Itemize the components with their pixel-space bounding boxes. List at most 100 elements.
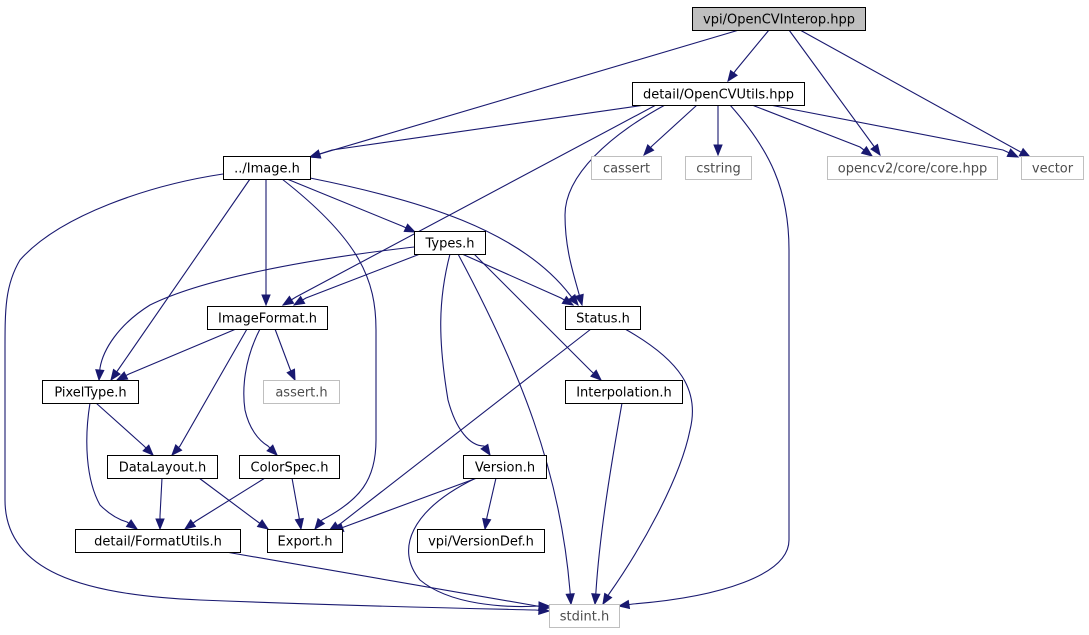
node-box — [692, 7, 866, 31]
edge-arrowhead — [602, 592, 613, 606]
node-versiondef[interactable]: vpi/VersionDef.h — [417, 529, 545, 553]
edge-types-to-imageformat — [292, 253, 421, 306]
node-opencvcore[interactable]: opencv2/core/core.hpp — [827, 156, 998, 180]
node-label: ImageFormat.h — [218, 312, 317, 327]
edge-version-to-versiondef — [482, 477, 497, 531]
edge-line — [457, 253, 572, 605]
node-version[interactable]: Version.h — [463, 455, 547, 479]
edge-opencvutils-to-opencvcore — [751, 104, 874, 157]
edge-arrowhead — [314, 517, 326, 531]
node-box — [263, 380, 340, 404]
node-assert[interactable]: assert.h — [263, 380, 340, 404]
node-label: Export.h — [278, 535, 333, 550]
edge-arrowhead — [294, 517, 304, 531]
node-root[interactable]: vpi/OpenCVInterop.hpp — [692, 7, 866, 31]
edge-line — [110, 178, 251, 381]
node-formatutils[interactable]: detail/FormatUtils.h — [75, 529, 241, 553]
edge-line — [281, 178, 377, 530]
edge-arrowhead — [1006, 148, 1020, 158]
node-box — [1021, 156, 1084, 180]
node-label: Types.h — [424, 237, 474, 252]
edge-opencvutils-to-status — [564, 104, 666, 307]
edge-colorspec-to-formatutils — [183, 477, 266, 530]
edge-types-to-pixeltype — [95, 246, 415, 382]
node-box — [632, 82, 805, 106]
node-box — [463, 455, 547, 479]
node-box — [75, 529, 241, 553]
edge-line — [309, 177, 579, 306]
edge-pixeltype-to-formatutils — [86, 402, 139, 530]
edge-interpolation-to-stdint — [591, 402, 623, 606]
node-colorspec[interactable]: ColorSpec.h — [239, 455, 340, 479]
node-label: assert.h — [275, 386, 327, 401]
node-label: ColorSpec.h — [251, 461, 329, 476]
edge-arrowhead — [281, 295, 295, 306]
edge-arrowhead — [266, 444, 278, 456]
node-label: detail/OpenCVUtils.hpp — [643, 88, 794, 103]
edge-opencvutils-to-cassert — [643, 104, 698, 157]
node-label: detail/FormatUtils.h — [94, 535, 222, 550]
edge-pixeltype-to-datalayout — [95, 402, 154, 456]
edge-line — [440, 253, 491, 456]
node-label: vpi/VersionDef.h — [428, 535, 534, 550]
node-opencvutils[interactable]: detail/OpenCVUtils.hpp — [632, 82, 805, 106]
node-label: ../Image.h — [234, 162, 300, 177]
node-label: vpi/OpenCVInterop.hpp — [703, 13, 855, 28]
edge-opencvutils-to-image — [308, 104, 646, 159]
edge-arrowhead — [643, 144, 655, 157]
edge-line — [618, 104, 790, 607]
edge-types-to-status — [461, 253, 575, 306]
edge-image-to-imageformat — [261, 179, 271, 307]
edge-root-to-opencvutils — [727, 29, 770, 83]
node-box — [549, 604, 620, 628]
edge-arrowhead — [286, 368, 296, 382]
node-types[interactable]: Types.h — [414, 231, 486, 255]
node-cassert[interactable]: cassert — [591, 156, 662, 180]
edge-line — [769, 104, 1019, 158]
node-box — [827, 156, 998, 180]
node-export[interactable]: Export.h — [267, 529, 343, 553]
edge-arrowhead — [142, 444, 154, 456]
node-datalayout[interactable]: DataLayout.h — [107, 455, 218, 479]
edge-arrowhead — [261, 294, 271, 307]
edge-line — [116, 328, 237, 381]
node-imageformat[interactable]: ImageFormat.h — [207, 306, 328, 330]
node-vector[interactable]: vector — [1021, 156, 1084, 180]
edge-line — [564, 104, 666, 306]
edge-imageformat-to-colorspec — [243, 328, 278, 456]
edge-root-to-opencvcore — [788, 29, 881, 157]
edge-image-to-status — [309, 177, 579, 307]
edge-image-to-pixeltype — [110, 178, 251, 382]
edge-arrowhead — [713, 144, 723, 157]
edge-arrowhead — [727, 69, 738, 83]
edge-arrowhead — [115, 371, 129, 381]
edge-line — [184, 477, 266, 530]
node-label: cstring — [696, 162, 740, 177]
edge-line — [799, 29, 1031, 158]
edge-arrowhead — [403, 223, 417, 233]
edge-line — [225, 551, 550, 609]
edge-arrowhead — [125, 519, 139, 530]
edge-arrowhead — [567, 293, 579, 307]
node-cstring[interactable]: cstring — [685, 156, 752, 180]
edge-arrowhead — [110, 368, 121, 382]
edge-arrowhead — [1018, 147, 1032, 158]
node-interpolation[interactable]: Interpolation.h — [565, 380, 683, 404]
node-stdint[interactable]: stdint.h — [549, 604, 620, 628]
node-status[interactable]: Status.h — [565, 306, 641, 330]
node-image[interactable]: ../Image.h — [223, 156, 311, 180]
node-box — [207, 306, 328, 330]
node-label: vector — [1032, 162, 1074, 177]
edge-line — [332, 477, 478, 532]
node-label: Interpolation.h — [576, 386, 672, 401]
edge-arrowhead — [590, 369, 603, 381]
node-box — [417, 529, 545, 553]
edge-arrowhead — [155, 518, 165, 531]
edge-status-to-stdint — [602, 328, 694, 606]
node-box — [565, 306, 641, 330]
node-pixeltype[interactable]: PixelType.h — [42, 380, 139, 404]
edge-colorspec-to-export — [291, 477, 304, 531]
edge-arrowhead — [870, 143, 881, 157]
edge-line — [293, 253, 421, 306]
node-box — [591, 156, 662, 180]
